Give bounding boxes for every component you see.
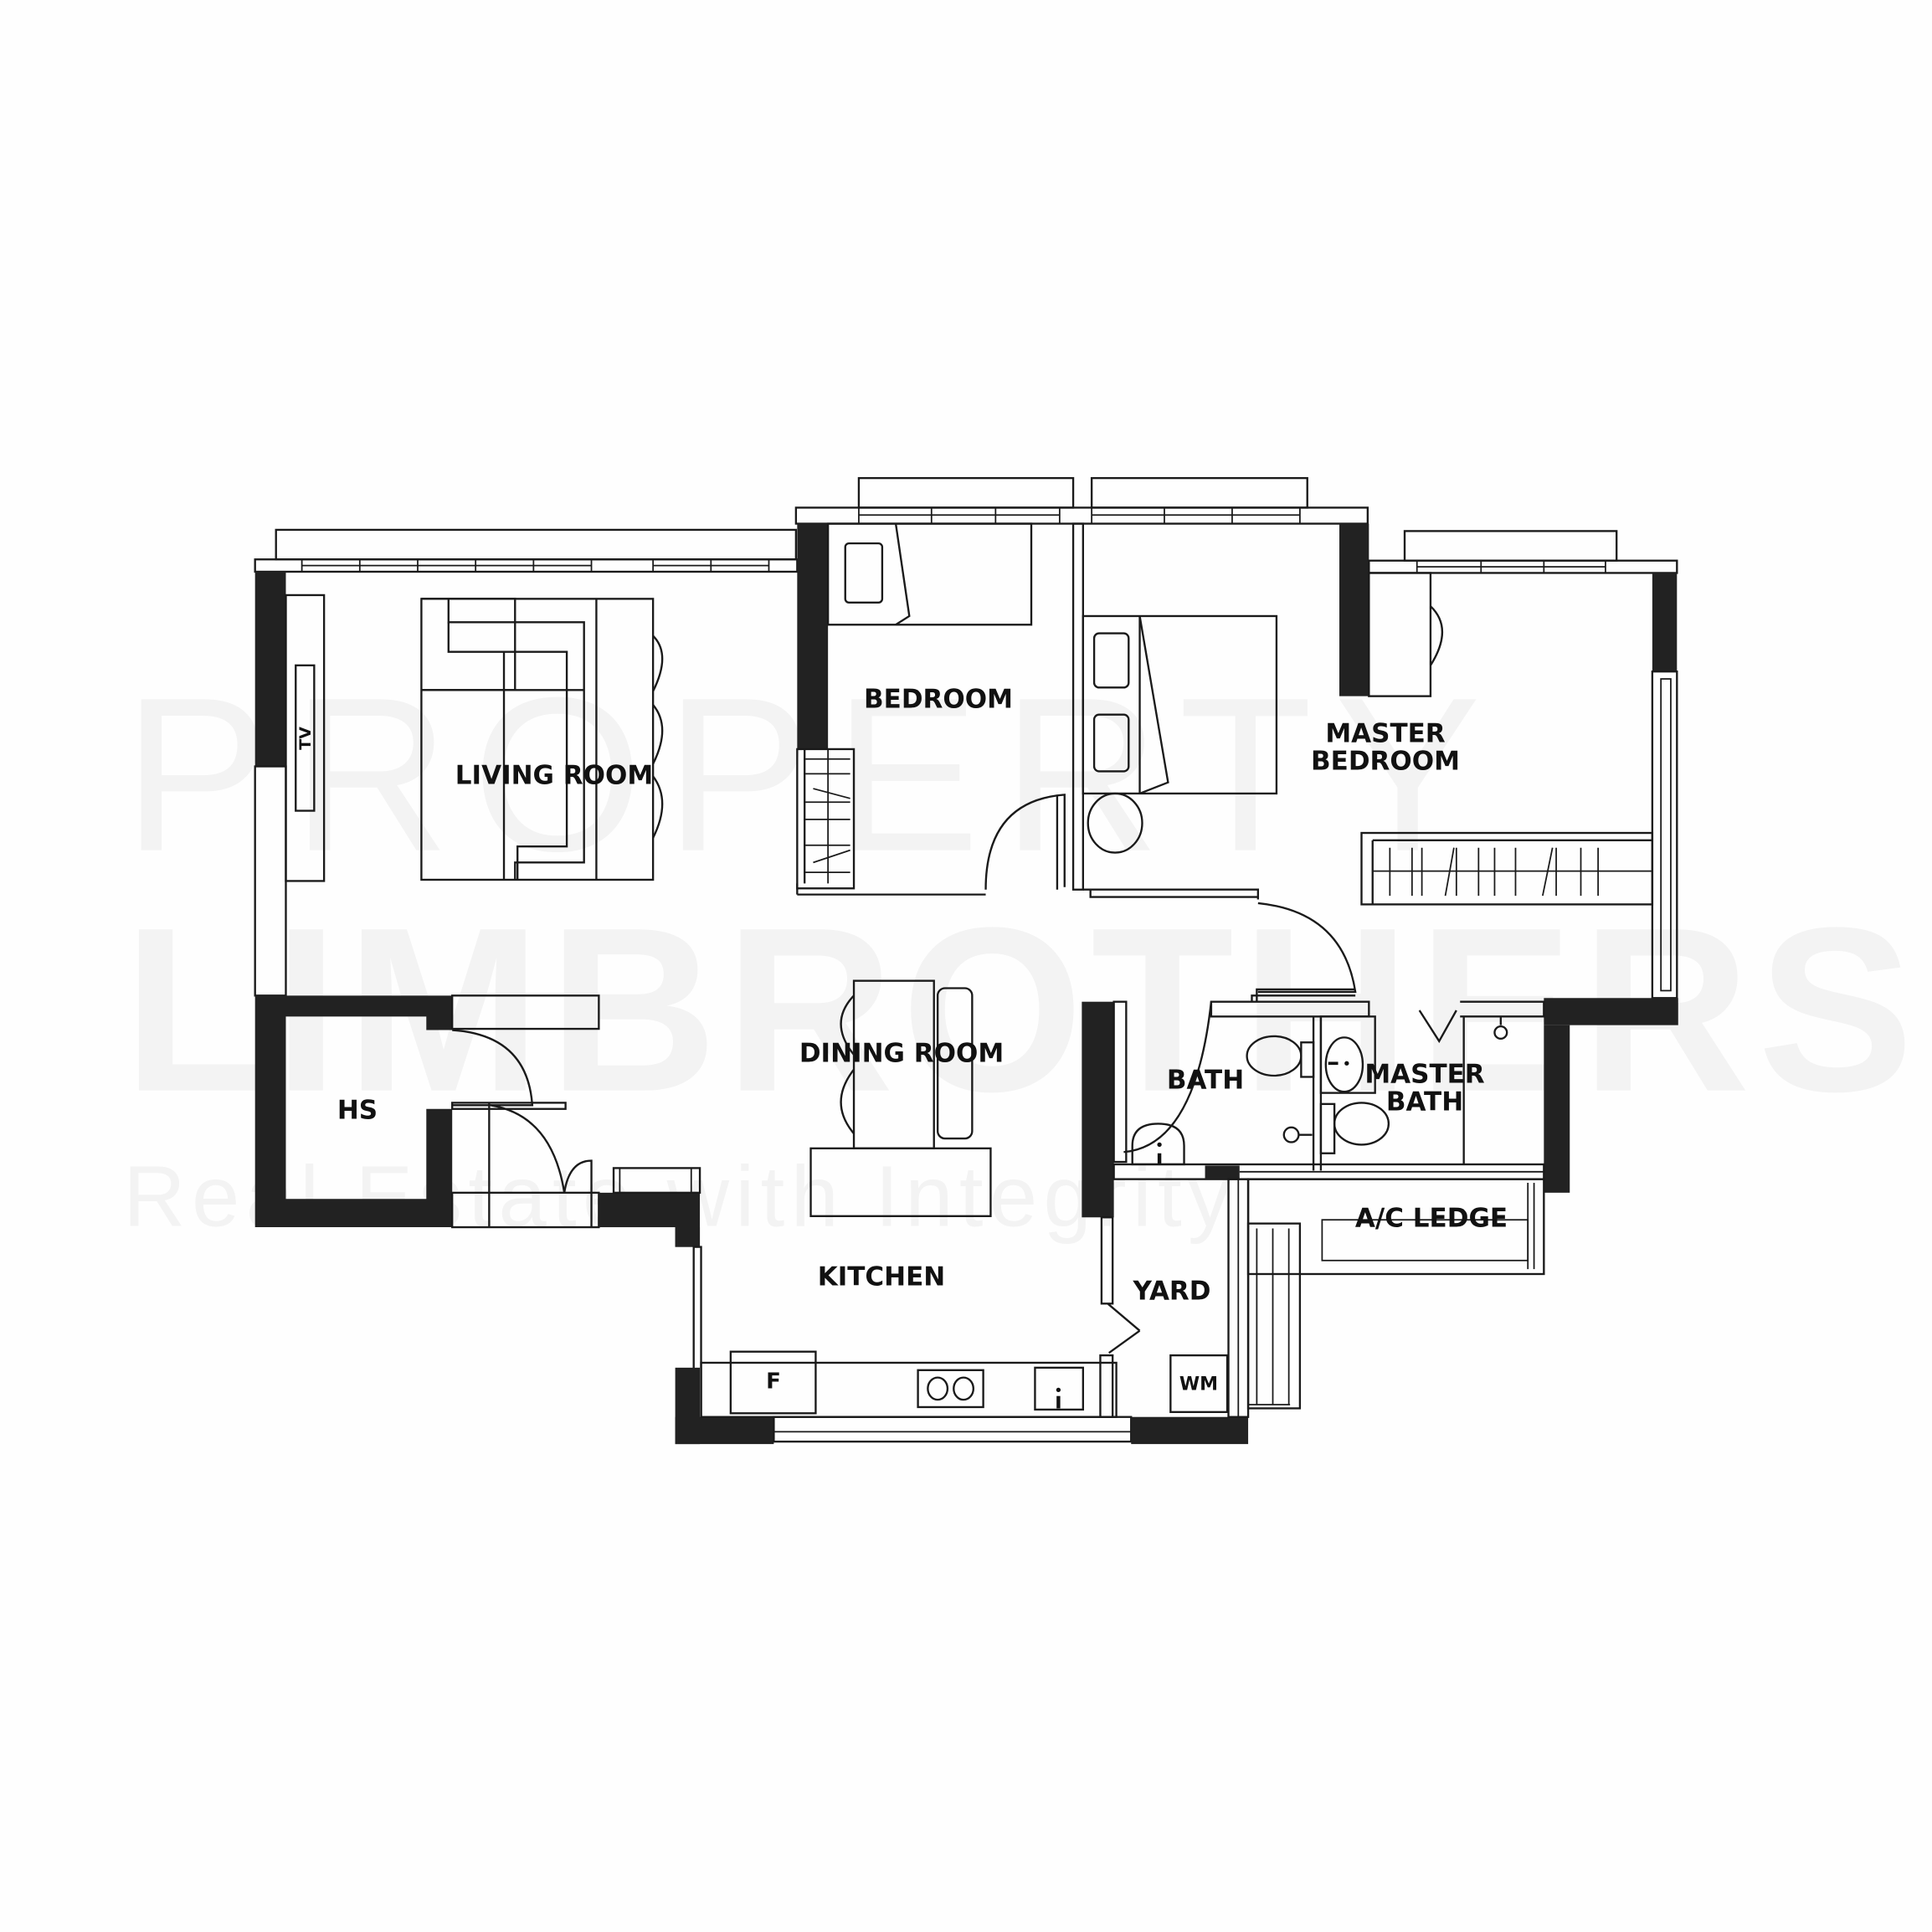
room-label-bath: BATH <box>1166 1065 1245 1096</box>
tv-label: TV <box>296 727 315 750</box>
hs-door-icon <box>452 1029 534 1107</box>
dining-chair-icons <box>840 994 855 1134</box>
room-label-master-bath: MASTER BATH <box>1364 1061 1484 1115</box>
bath-area <box>1082 988 1545 1218</box>
living-room-area <box>254 528 799 997</box>
room-label-bedroom: BEDROOM <box>864 684 1013 715</box>
room-label-master-bedroom: MASTER BEDROOM <box>1311 720 1460 774</box>
room-label-master-bath-line2: BATH <box>1385 1087 1464 1117</box>
tv-console <box>285 593 326 882</box>
hs-wall <box>254 995 453 1228</box>
tv-icon <box>295 664 316 812</box>
fridge-label: F <box>766 1369 781 1395</box>
bath-door-icon <box>1123 1001 1213 1154</box>
room-label-yard: YARD <box>1133 1276 1211 1307</box>
room-label-hs: HS <box>337 1095 378 1126</box>
drying-rack-icon <box>1246 1222 1302 1410</box>
wardrobe-icon <box>796 748 856 890</box>
yard-door-icon <box>1107 1303 1141 1354</box>
master-bedroom-door-icon <box>1257 902 1357 994</box>
washing-machine-icon <box>1169 1354 1229 1414</box>
shoe-cabinet <box>451 994 600 1030</box>
desk-icon <box>1368 572 1432 697</box>
bedroom-door-icon <box>984 794 1066 890</box>
household-shelter-area <box>254 994 701 1247</box>
master-basin-cabinet <box>1319 1015 1376 1094</box>
side-table-icon <box>1087 792 1143 854</box>
room-label-master-bath-line1: MASTER <box>1364 1059 1485 1090</box>
room-label-kitchen: KITCHEN <box>817 1261 946 1292</box>
master-bedroom-area <box>1082 523 1678 1193</box>
basin-icon <box>1131 1123 1185 1166</box>
sideboard-icon <box>809 1147 992 1217</box>
master-basin-icon <box>1324 1036 1364 1093</box>
kitchen-area <box>675 1178 1250 1445</box>
bedroom-area <box>794 476 1369 896</box>
master-toilet-icon <box>1333 1102 1390 1146</box>
washing-machine-label: WM <box>1179 1374 1219 1395</box>
fridge-icon <box>729 1350 817 1415</box>
room-label-master-bedroom-line1: MASTER <box>1325 718 1446 749</box>
dining-bench-icon <box>936 987 974 1140</box>
sofa-icon <box>420 598 655 881</box>
hob-icon <box>917 1369 984 1409</box>
master-wardrobe-icon <box>1360 831 1654 906</box>
main-door-icon <box>490 1104 566 1194</box>
shower-screen-icon <box>1418 1010 1457 1044</box>
shower-head-icon <box>1493 1025 1508 1041</box>
room-label-ac-ledge: A/C LEDGE <box>1354 1203 1508 1234</box>
room-label-living-room: LIVING ROOM <box>455 760 654 791</box>
single-bed-icon <box>826 522 1033 626</box>
room-label-dining-room: DINING ROOM <box>799 1038 1005 1069</box>
double-bed-icon <box>1082 614 1278 795</box>
kitchen-sink-icon <box>1034 1366 1085 1411</box>
room-label-master-bedroom-line2: BEDROOM <box>1311 746 1460 776</box>
dining-area <box>809 979 992 1217</box>
stool-icons <box>652 635 664 839</box>
desk-chair-icon <box>1429 605 1444 666</box>
